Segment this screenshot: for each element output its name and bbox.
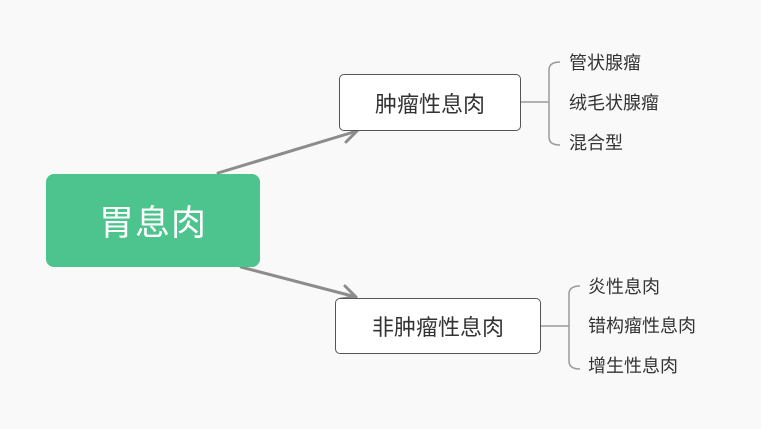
root-node[interactable]: 胃息肉	[46, 174, 260, 267]
branch-node-nonneoplastic[interactable]: 非肿瘤性息肉	[335, 298, 541, 354]
leaf-mixed-type[interactable]: 混合型	[569, 133, 623, 154]
bracket-nonneoplastic	[568, 285, 581, 370]
arrow-root-to-neoplastic	[216, 129, 359, 175]
arrow-root-to-nonneoplastic	[239, 265, 358, 299]
branch-node-neoplastic[interactable]: 肿瘤性息肉	[339, 74, 521, 131]
leaf-inflammatory-polyp[interactable]: 炎性息肉	[588, 277, 660, 298]
bracket-neoplastic	[548, 61, 561, 146]
leaf-hamartomatous-polyp[interactable]: 错构瘤性息肉	[588, 316, 696, 337]
leaf-hyperplastic-polyp[interactable]: 增生性息肉	[588, 356, 678, 377]
leaf-tubular-adenoma[interactable]: 管状腺瘤	[569, 53, 641, 74]
leaf-villous-adenoma[interactable]: 绒毛状腺瘤	[569, 93, 659, 114]
